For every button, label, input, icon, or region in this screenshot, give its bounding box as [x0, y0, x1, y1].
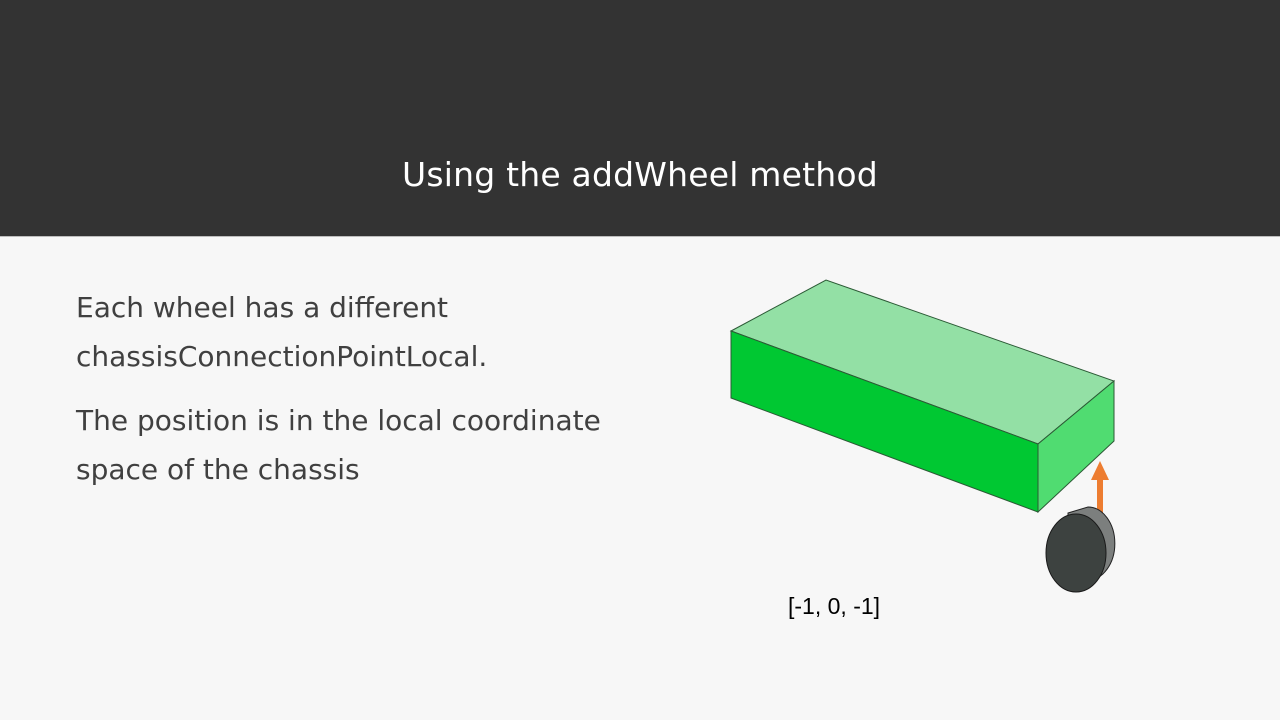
chassis-side-face	[1037, 379, 1115, 514]
arrow-head	[1091, 461, 1109, 480]
body-text: Each wheel has a different chassisConnec…	[76, 283, 666, 509]
slide-title: Using the addWheel method	[402, 155, 878, 194]
paragraph-local-space: The position is in the local coordinate …	[76, 396, 666, 494]
paragraph-wheel-connection: Each wheel has a different chassisConnec…	[76, 283, 666, 381]
wheel-face	[1045, 513, 1107, 593]
orange-up-arrow-icon	[1091, 461, 1109, 514]
paragraph-line: The position is in the local coordinate	[76, 404, 601, 437]
title-bar: Using the addWheel method	[0, 0, 1280, 237]
chassis-wheel-diagram	[729, 279, 1116, 593]
wheel-coordinate-label: [-1, 0, -1]	[788, 593, 881, 619]
paragraph-line: chassisConnectionPointLocal.	[76, 340, 488, 373]
paragraph-line: space of the chassis	[76, 453, 360, 486]
paragraph-line: Each wheel has a different	[76, 291, 449, 324]
wheel-icon	[1045, 506, 1116, 593]
arrow-shaft	[1097, 478, 1103, 514]
chassis-box	[729, 279, 1115, 514]
